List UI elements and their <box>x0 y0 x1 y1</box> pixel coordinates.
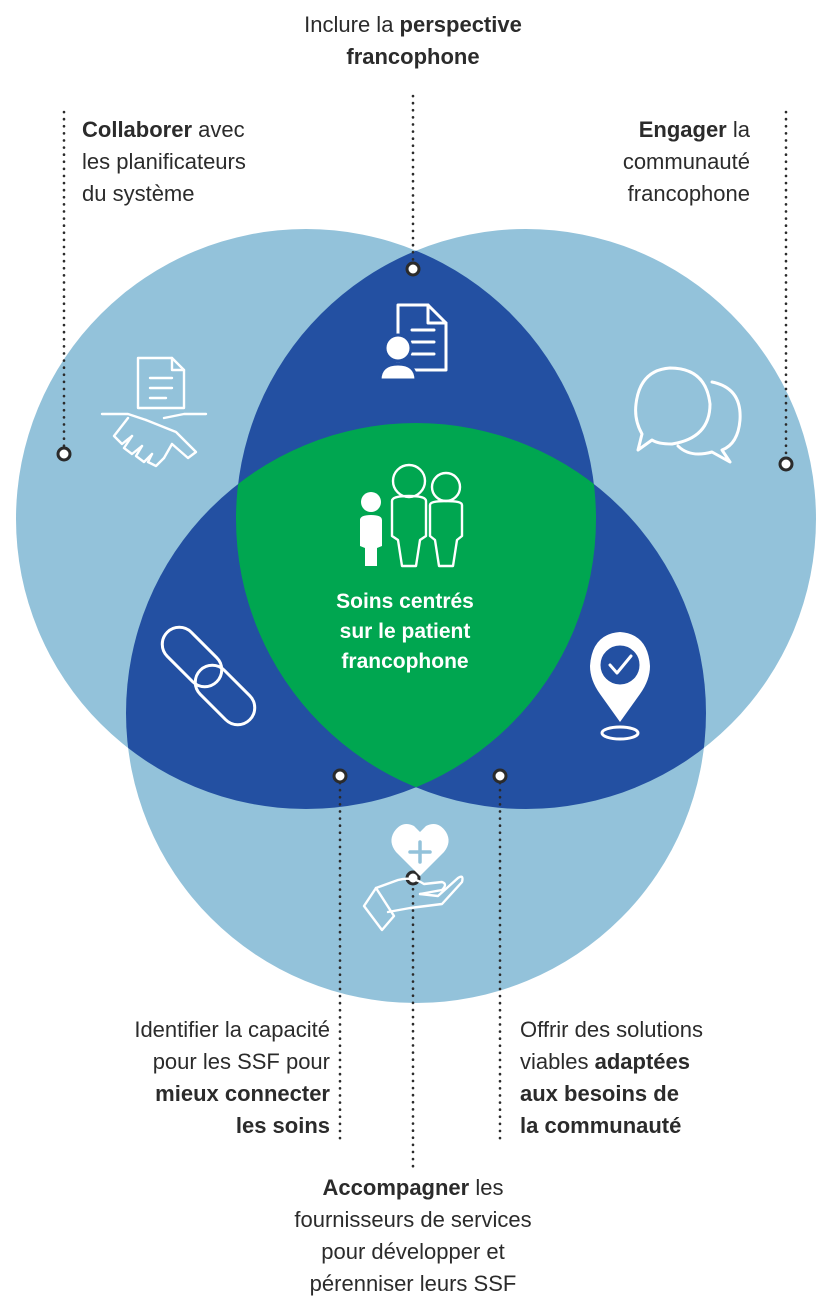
endpoint-offrir <box>492 768 508 784</box>
location-check-icon <box>590 632 650 741</box>
center-title-line2: sur le patient <box>339 620 471 643</box>
label-engager: Engager la communauté francophone <box>622 117 750 206</box>
label-collaborer: Collaborer avec les planificateurs du sy… <box>82 117 246 206</box>
endpoint-engager <box>778 456 794 472</box>
label-offrir: Offrir des solutions viables adaptées au… <box>520 1017 704 1138</box>
endpoint-collaborer <box>56 446 72 462</box>
connector-endpoints <box>56 261 794 886</box>
center-title-line3: francophone <box>341 650 469 673</box>
label-identifier: Identifier la capacité pour les SSF pour… <box>134 1017 330 1138</box>
connectors <box>62 94 788 1170</box>
center-title-line1: Soins centrés <box>336 590 474 613</box>
handshake-document-icon <box>100 356 208 468</box>
chain-link-icon <box>160 625 257 727</box>
endpoint-identifier <box>332 768 348 784</box>
center-title: Soins centrés sur le patient francophone <box>270 587 540 677</box>
label-perspective: Inclure la perspective francophone <box>304 12 522 69</box>
speech-bubbles-icon <box>634 366 742 464</box>
overlap-center <box>236 423 596 809</box>
endpoint-perspective <box>405 261 421 277</box>
family-icon <box>360 463 464 568</box>
heart-hand-icon <box>362 824 464 932</box>
label-accompagner: Accompagner les fournisseurs de services… <box>294 1175 532 1296</box>
document-person-icon <box>378 303 448 382</box>
